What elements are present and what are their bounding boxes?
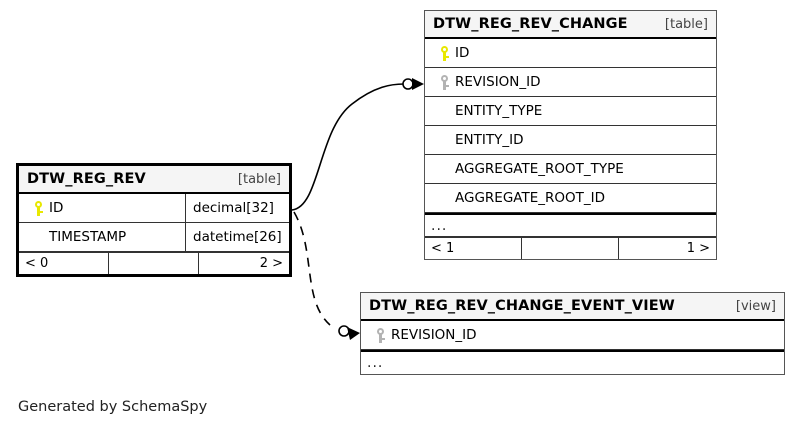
column-type: decimal[32] [185, 194, 289, 222]
entity-name: DTW_REG_REV_CHANGE [433, 16, 628, 32]
table-row[interactable]: REVISION_ID [361, 321, 784, 350]
table-row[interactable]: ID decimal[32] [19, 194, 289, 223]
column-name: REVISION_ID [391, 327, 477, 343]
entity-header: DTW_REG_REV_CHANGE_EVENT_VIEW [view] [361, 293, 784, 321]
zero-cardinality-circle [402, 78, 414, 90]
column-cell: REVISION_ID [425, 68, 716, 96]
outgoing-relationship-count[interactable]: 2 > [259, 256, 283, 271]
column-cell: ID [425, 39, 716, 67]
foreign-key-icon [369, 327, 391, 343]
incoming-relationship-count[interactable]: < 1 [425, 238, 522, 259]
column-name: ENTITY_TYPE [455, 103, 543, 119]
relationship-rev-to-change[interactable] [291, 78, 424, 211]
column-name: ID [49, 200, 64, 216]
column-cell: AGGREGATE_ROOT_ID [425, 184, 716, 212]
more-columns-indicator[interactable]: ... [425, 213, 716, 237]
entity-dtw-reg-rev-change-event-view[interactable]: DTW_REG_REV_CHANGE_EVENT_VIEW [view] REV… [360, 292, 785, 375]
entity-footer: < 1 1 > [425, 237, 716, 259]
column-cell: TIMESTAMP [19, 223, 185, 251]
primary-key-icon [27, 200, 49, 216]
column-name: REVISION_ID [455, 74, 541, 90]
entity-name: DTW_REG_REV [27, 171, 146, 187]
column-name: AGGREGATE_ROOT_TYPE [455, 161, 624, 177]
entity-footer: < 0 2 > [19, 252, 289, 274]
footer-middle [522, 238, 619, 259]
column-type: datetime[26] [185, 223, 289, 251]
column-name: ENTITY_ID [455, 132, 524, 148]
footer-middle [109, 253, 199, 274]
column-cell: ENTITY_TYPE [425, 97, 716, 125]
generated-by-caption: Generated by SchemaSpy [18, 399, 208, 415]
column-cell: ENTITY_ID [425, 126, 716, 154]
foreign-key-icon [433, 74, 455, 90]
entity-header: DTW_REG_REV [table] [19, 166, 289, 194]
column-name: TIMESTAMP [49, 229, 127, 245]
entity-kind-label: [table] [664, 16, 708, 32]
arrow-head [347, 327, 360, 340]
entity-kind-label: [view] [735, 298, 776, 314]
entity-header: DTW_REG_REV_CHANGE [table] [425, 11, 716, 39]
column-cell: AGGREGATE_ROOT_TYPE [425, 155, 716, 183]
entity-dtw-reg-rev[interactable]: DTW_REG_REV [table] ID decimal[32] TIMES… [16, 163, 292, 277]
incoming-relationship-count[interactable]: < 0 [19, 253, 109, 274]
table-row[interactable]: TIMESTAMP datetime[26] [19, 223, 289, 252]
table-row[interactable]: ID [425, 39, 716, 68]
entity-dtw-reg-rev-change[interactable]: DTW_REG_REV_CHANGE [table] ID REVISION_I… [424, 10, 717, 260]
arrow-head [412, 78, 424, 90]
column-cell: REVISION_ID [361, 321, 784, 349]
entity-kind-label: [table] [237, 171, 281, 187]
relationship-rev-to-event-view[interactable] [293, 211, 360, 340]
table-row[interactable]: REVISION_ID [425, 68, 716, 97]
outgoing-relationship-count[interactable]: 1 > [686, 241, 710, 256]
column-name: AGGREGATE_ROOT_ID [455, 190, 606, 206]
table-row[interactable]: AGGREGATE_ROOT_TYPE [425, 155, 716, 184]
primary-key-icon [433, 45, 455, 61]
table-row[interactable]: ENTITY_ID [425, 126, 716, 155]
table-row[interactable]: AGGREGATE_ROOT_ID [425, 184, 716, 213]
table-row[interactable]: ENTITY_TYPE [425, 97, 716, 126]
entity-name: DTW_REG_REV_CHANGE_EVENT_VIEW [369, 298, 675, 314]
column-cell: ID [19, 194, 185, 222]
column-name: ID [455, 45, 470, 61]
more-columns-indicator[interactable]: ... [361, 350, 784, 374]
